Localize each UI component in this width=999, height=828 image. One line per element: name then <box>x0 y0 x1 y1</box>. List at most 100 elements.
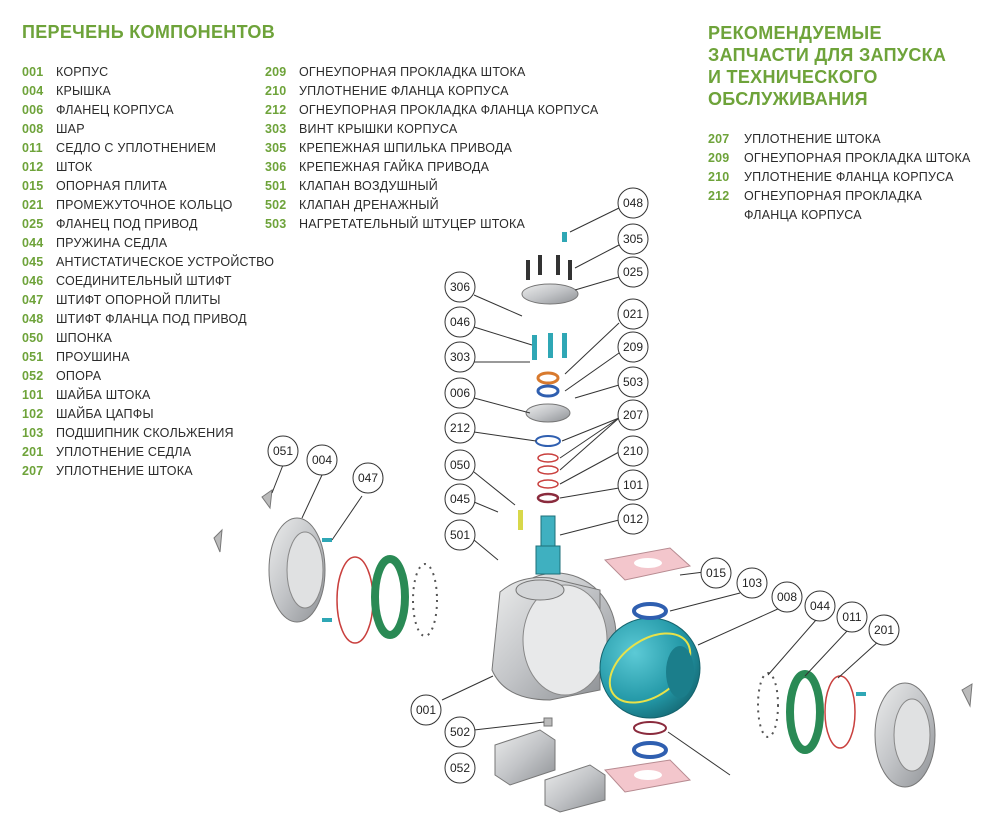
callout-circle <box>444 716 476 748</box>
callout-label: 008 <box>777 590 797 604</box>
part-code: 021 <box>22 198 44 212</box>
part-label: КЛАПАН ДРЕНАЖНЫЙ <box>299 198 439 212</box>
supports <box>494 717 606 813</box>
part-label-wrap: ПРУЖИНА СЕДЛА <box>56 234 167 253</box>
callout-label: 209 <box>623 340 643 354</box>
left-side-parts <box>213 488 438 644</box>
part-label-wrap: КРЫШКА <box>56 82 111 101</box>
component-row: 008 ШАР <box>22 120 274 139</box>
callout-bubble: 305 <box>617 223 649 255</box>
part-code: 004 <box>22 84 44 98</box>
right-side-parts <box>757 670 973 788</box>
callout-label: 046 <box>450 315 470 329</box>
part-code: 303 <box>265 122 287 136</box>
spares-title-line: ЗАПЧАСТИ ДЛЯ ЗАПУСКА <box>708 45 947 65</box>
part-label-wrap: КРЕПЕЖНАЯ ШПИЛЬКА ПРИВОДА <box>299 139 512 158</box>
part-code: 008 <box>22 122 44 136</box>
callout-circle <box>617 503 649 535</box>
part-code: 212 <box>708 189 730 203</box>
ball-part <box>599 617 701 719</box>
part-label-wrap: ШАЙБА ШТОКА <box>56 386 151 405</box>
part-code: 045 <box>22 255 44 269</box>
part-label: УПЛОТНЕНИЕ ФЛАНЦА КОРПУСА <box>299 84 509 98</box>
part-label-continued: ФЛАНЦА КОРПУСА <box>744 208 862 222</box>
callout-bubble: 210 <box>617 435 649 467</box>
part-label: ВИНТ КРЫШКИ КОРПУСА <box>299 122 458 136</box>
callout-bubble: 044 <box>804 590 836 622</box>
part-label: ПОДШИПНИК СКОЛЬЖЕНИЯ <box>56 426 234 440</box>
callout-bubble: 503 <box>617 366 649 398</box>
part-label: ШТИФТ ОПОРНОЙ ПЛИТЫ <box>56 293 221 307</box>
callout-bubble: 008 <box>771 581 803 613</box>
part-label-wrap: ШТОК <box>56 158 92 177</box>
callout-label: 502 <box>450 725 470 739</box>
part-label-wrap: ОПОРА <box>56 367 101 386</box>
component-row: 303 ВИНТ КРЫШКИ КОРПУСА <box>265 120 598 139</box>
part-label: УПЛОТНЕНИЕ ШТОКА <box>744 132 881 146</box>
callout-bubble: 025 <box>617 256 649 288</box>
part-label: ОПОРА <box>56 369 102 383</box>
part-label-wrap: ПРОУШИНА <box>56 348 130 367</box>
callout-circle <box>444 377 476 409</box>
part-label: ШТИФТ ФЛАНЦА ПОД ПРИВОД <box>56 312 247 326</box>
callout-circle <box>444 449 476 481</box>
part-label: ФЛАНЕЦ ПОД ПРИВОД <box>56 217 198 231</box>
part-label-wrap: АНТИСТАТИЧЕСКОЕ УСТРОЙСТВО <box>56 253 274 272</box>
part-label-wrap: НАГРЕТАТЕЛЬНЫЙ ШТУЦЕР ШТОКА <box>299 215 525 234</box>
callout-circle <box>868 614 900 646</box>
callout-circle <box>771 581 803 613</box>
part-label-wrap: ПОДШИПНИК СКОЛЬЖЕНИЯ <box>56 424 234 443</box>
part-label-wrap: ПРОМЕЖУТОЧНОЕ КОЛЬЦО <box>56 196 233 215</box>
callout-circle <box>617 366 649 398</box>
part-code: 011 <box>22 141 43 155</box>
part-label-wrap: КРЕПЕЖНАЯ ГАЙКА ПРИВОДА <box>299 158 489 177</box>
part-label-wrap: ОГНЕУПОРНАЯ ПРОКЛАДКА ФЛАНЦА КОРПУСА <box>299 101 598 120</box>
components-title: ПЕРЕЧЕНЬ КОМПОНЕНТОВ <box>22 22 276 42</box>
callout-label: 004 <box>312 453 332 467</box>
callout-circle <box>352 462 384 494</box>
part-label: ШАР <box>56 122 85 136</box>
stem-flange-stack <box>518 232 579 530</box>
part-label-wrap: ШАР <box>56 120 85 139</box>
callout-bubble: 012 <box>617 503 649 535</box>
component-row: 305 КРЕПЕЖНАЯ ШПИЛЬКА ПРИВОДА <box>265 139 598 158</box>
callout-bubble: 011 <box>836 601 868 633</box>
callout-bubble: 006 <box>444 377 476 409</box>
part-code: 210 <box>708 170 730 184</box>
callout-label: 503 <box>623 375 643 389</box>
part-label: УПЛОТНЕНИЕ ФЛАНЦА КОРПУСА <box>744 170 954 184</box>
callout-label: 101 <box>623 478 643 492</box>
callout-label: 201 <box>874 623 894 637</box>
part-code: 201 <box>22 445 44 459</box>
part-label-wrap: УПЛОТНЕНИЕ СЕДЛА <box>56 443 191 462</box>
callout-bubble: 050 <box>444 449 476 481</box>
part-label: ОПОРНАЯ ПЛИТА <box>56 179 167 193</box>
callout-bubble: 021 <box>617 298 649 330</box>
callout-circle <box>444 519 476 551</box>
part-code: 101 <box>22 388 44 402</box>
callout-bubble: 501 <box>444 519 476 551</box>
callout-label: 021 <box>623 307 643 321</box>
part-code: 305 <box>265 141 287 155</box>
part-label: ОГНЕУПОРНАЯ ПРОКЛАДКА ШТОКА <box>299 65 526 79</box>
callout-label: 015 <box>706 566 726 580</box>
callout-label: 044 <box>810 599 830 613</box>
callout-label: 050 <box>450 458 470 472</box>
callout-circle <box>444 341 476 373</box>
callout-circle <box>617 331 649 363</box>
part-label: ПРОМЕЖУТОЧНОЕ КОЛЬЦО <box>56 198 233 212</box>
callout-circle <box>617 399 649 431</box>
callout-bubble: 212 <box>444 412 476 444</box>
part-code: 006 <box>22 103 44 117</box>
callout-label: 210 <box>623 444 643 458</box>
part-label-wrap: УПЛОТНЕНИЕ ФЛАНЦА КОРПУСА <box>299 82 509 101</box>
callout-label: 103 <box>742 576 762 590</box>
callout-label: 207 <box>623 408 643 422</box>
